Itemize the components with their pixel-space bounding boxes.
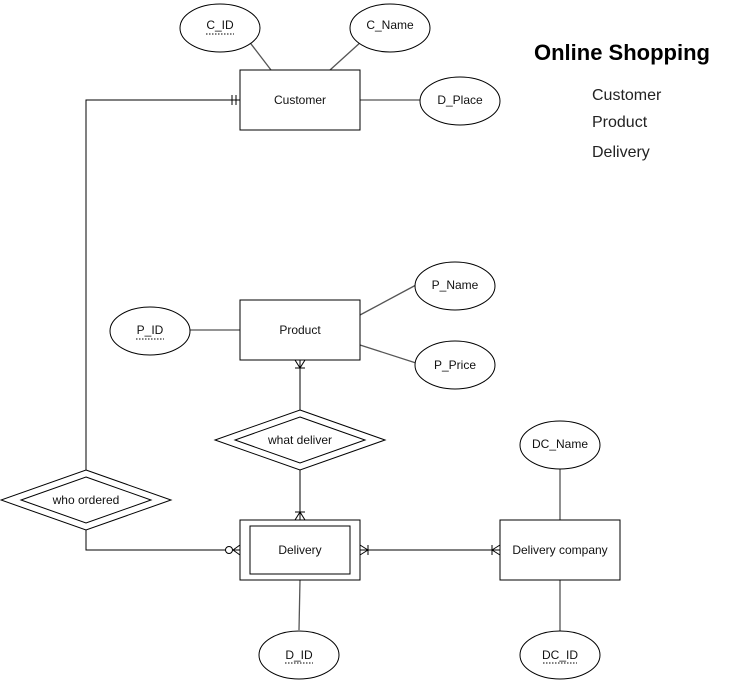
entity-delivery[interactable]: Delivery (239, 519, 361, 581)
delivery-right-one-or-many-marker (359, 544, 369, 556)
entity-product[interactable]: Product (239, 299, 361, 361)
attribute-c-name[interactable]: C_Name (349, 3, 431, 53)
c-id-link (247, 39, 272, 71)
customer-one-marker (231, 95, 237, 105)
delivery-top-one-or-many-marker (294, 511, 306, 521)
delivery-company-one-or-many-marker (491, 544, 501, 556)
svg-text:Product: Product (279, 323, 321, 337)
c-name-link (329, 40, 363, 71)
p-price-link (359, 344, 417, 364)
legend-item-customer: Customer (592, 87, 662, 104)
svg-text:C_ID: C_ID (206, 18, 234, 32)
svg-text:P_Price: P_Price (434, 358, 476, 372)
svg-text:D_ID: D_ID (285, 648, 313, 662)
svg-text:Delivery company: Delivery company (512, 543, 607, 557)
d-id-link (298, 579, 301, 631)
legend-item-product: Product (592, 114, 648, 131)
svg-text:what deliver: what deliver (267, 433, 332, 447)
relationship-what-deliver[interactable]: what deliver (213, 409, 387, 471)
attribute-c-id[interactable]: C_ID (179, 3, 261, 53)
p-name-link (359, 284, 417, 316)
entity-customer[interactable]: Customer (239, 69, 361, 131)
who-ordered-delivery-connector (85, 529, 240, 551)
attribute-dc-name[interactable]: DC_Name (519, 420, 601, 470)
attribute-dc-id[interactable]: DC_ID (519, 630, 601, 680)
attribute-d-place[interactable]: D_Place (419, 76, 501, 126)
svg-text:C_Name: C_Name (366, 18, 414, 32)
product-one-or-many-marker (294, 359, 306, 369)
relationship-who-ordered[interactable]: who ordered (0, 469, 173, 531)
svg-text:who ordered: who ordered (52, 493, 120, 507)
diagram-title: Online Shopping (534, 40, 710, 65)
svg-text:P_Name: P_Name (432, 278, 479, 292)
svg-text:D_Place: D_Place (437, 93, 483, 107)
svg-text:P_ID: P_ID (137, 323, 164, 337)
customer-who-ordered-connector (85, 99, 240, 471)
svg-text:Delivery: Delivery (278, 543, 321, 557)
attribute-p-name[interactable]: P_Name (414, 261, 496, 311)
attribute-p-price[interactable]: P_Price (414, 340, 496, 390)
delivery-zero-or-many-marker (225, 544, 241, 556)
legend-item-delivery: Delivery (592, 144, 650, 161)
svg-text:Customer: Customer (274, 93, 326, 107)
entity-delivery-company[interactable]: Delivery company (499, 519, 621, 581)
attribute-p-id[interactable]: P_ID (109, 306, 191, 356)
svg-text:DC_ID: DC_ID (542, 648, 578, 662)
attribute-d-id[interactable]: D_ID (258, 630, 340, 680)
svg-text:DC_Name: DC_Name (532, 437, 588, 451)
